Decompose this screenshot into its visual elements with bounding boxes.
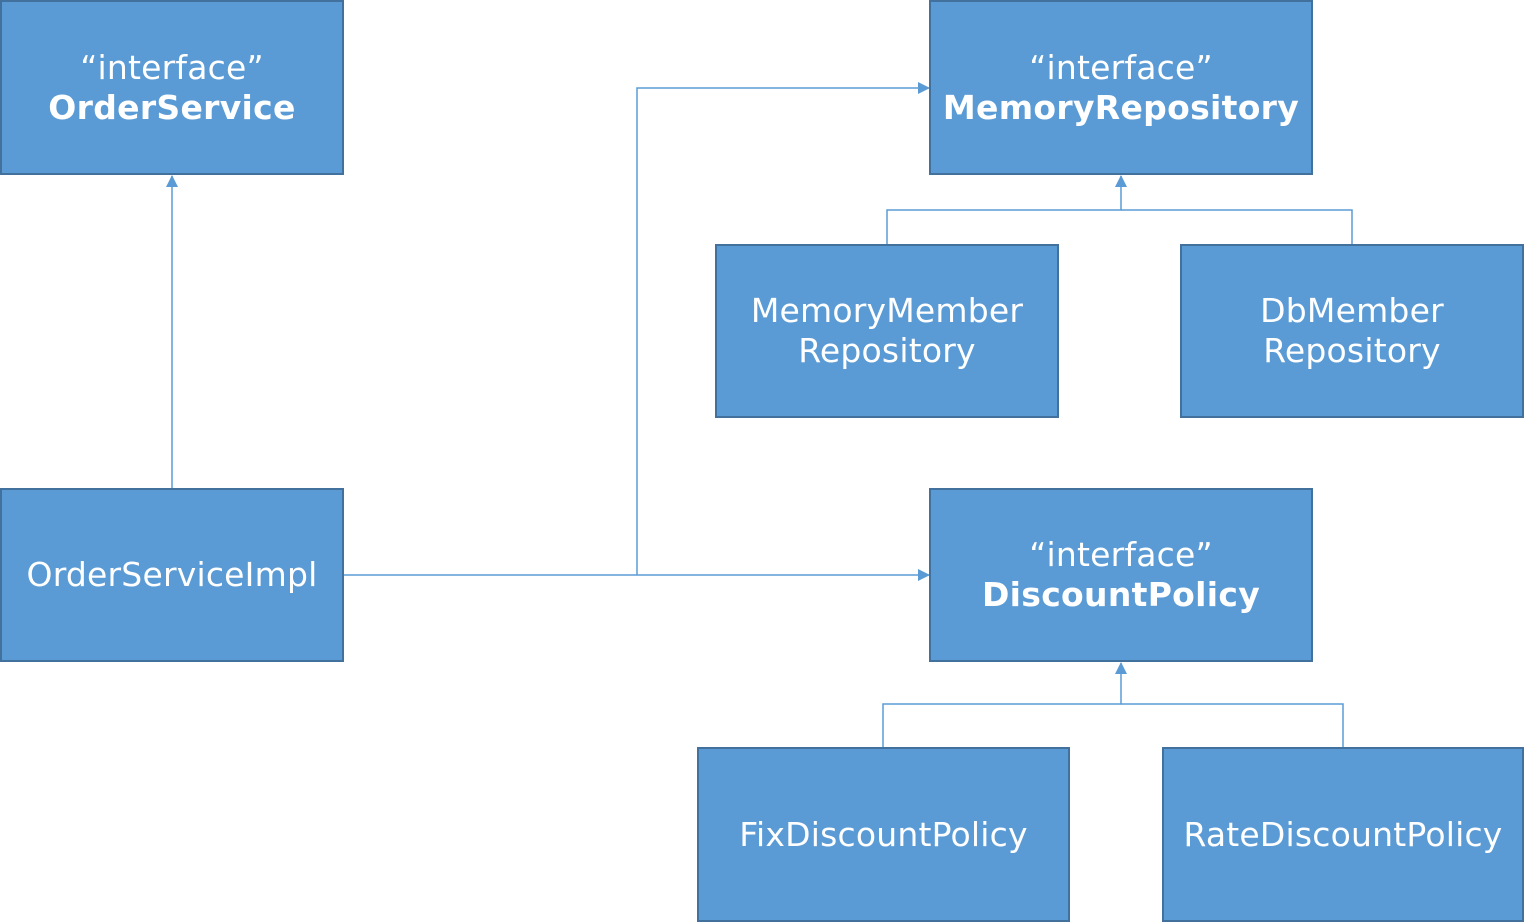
orderserviceimpl-name: OrderServiceImpl xyxy=(26,555,318,595)
dbmemberrepository-name-line1: DbMember xyxy=(1260,291,1444,331)
discountpolicy-stereotype: “interface” xyxy=(1029,535,1213,575)
memorymemberrepository-name-line1: MemoryMember xyxy=(750,291,1024,331)
memorymemberrepository-class-box: MemoryMember Repository xyxy=(715,244,1059,418)
memoryrepository-stereotype: “interface” xyxy=(1029,47,1213,87)
fixdiscountpolicy-class-box: FixDiscountPolicy xyxy=(697,747,1070,922)
ratediscountpolicy-class-box: RateDiscountPolicy xyxy=(1162,747,1524,922)
orderservice-name: OrderService xyxy=(48,87,296,127)
ratediscountpolicy-name: RateDiscountPolicy xyxy=(1183,814,1503,854)
memorymemberrepository-name-line2: Repository xyxy=(798,331,976,370)
edge-memorymemberrepository-to-memoryrepository xyxy=(886,175,1127,245)
memoryrepository-name: MemoryRepository xyxy=(942,87,1300,127)
edge-orderserviceimpl-to-memoryrepository xyxy=(636,82,930,575)
edge-dbmemberrepository-to-memoryrepository xyxy=(1121,209,1353,245)
fixdiscountpolicy-name: FixDiscountPolicy xyxy=(739,814,1028,854)
discountpolicy-interface-box: “interface” DiscountPolicy xyxy=(929,488,1313,662)
edge-ratediscountpolicy-to-discountpolicy xyxy=(1121,703,1344,748)
orderservice-interface-box: “interface” OrderService xyxy=(0,0,344,175)
dbmemberrepository-class-box: DbMember Repository xyxy=(1180,244,1524,418)
discountpolicy-name: DiscountPolicy xyxy=(981,575,1261,614)
memoryrepository-interface-box: “interface” MemoryRepository xyxy=(929,0,1313,175)
edge-fixdiscountpolicy-to-discountpolicy xyxy=(882,662,1127,748)
orderserviceimpl-class-box: OrderServiceImpl xyxy=(0,488,344,662)
orderservice-stereotype: “interface” xyxy=(80,47,264,87)
dbmemberrepository-name-line2: Repository xyxy=(1263,331,1441,370)
